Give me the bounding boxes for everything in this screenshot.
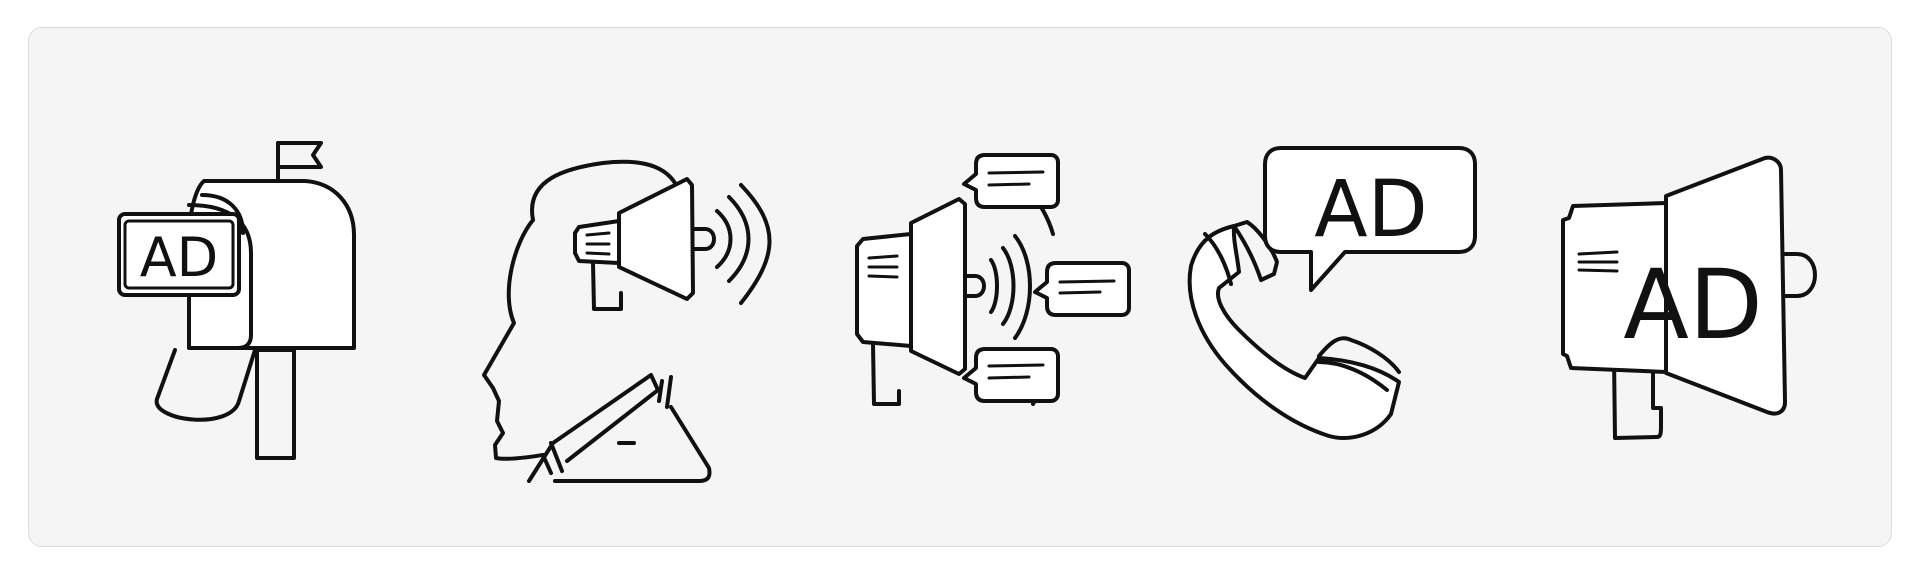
mailbox-ad-icon: AD bbox=[117, 141, 356, 460]
phone-ad-bubble-icon: AD bbox=[1187, 146, 1477, 440]
megaphone-messages-icon bbox=[855, 153, 1131, 406]
icon-set-card: AD bbox=[28, 27, 1892, 547]
megaphone-ad-icon: AD bbox=[1561, 155, 1817, 440]
phone-ad-label: AD bbox=[1314, 165, 1427, 255]
head-megaphone-icon bbox=[482, 159, 772, 483]
mailbox-ad-label: AD bbox=[140, 226, 219, 289]
megaphone-ad-label: AD bbox=[1623, 249, 1763, 361]
